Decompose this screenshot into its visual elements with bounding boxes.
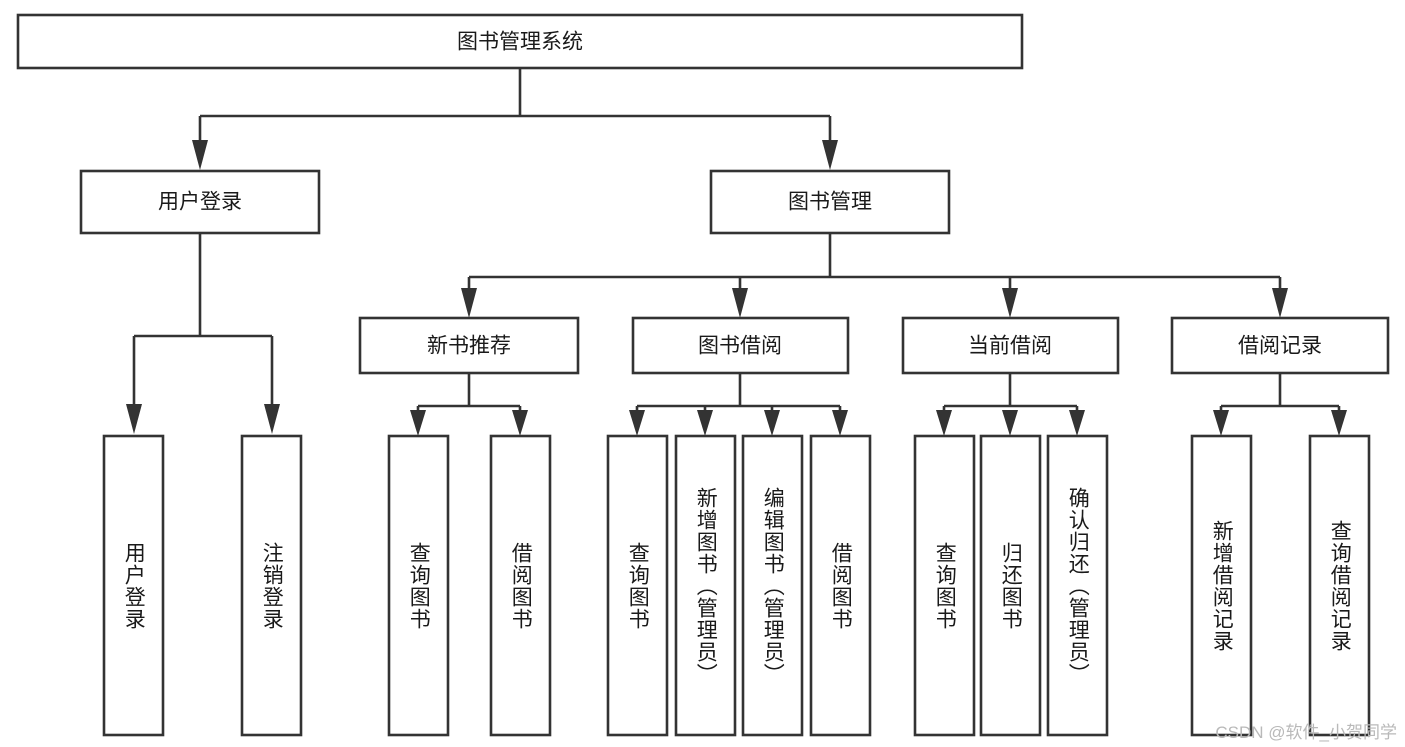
node-book-borrow-label: 图书借阅 xyxy=(698,335,782,358)
leaf-add-borrow-record[interactable] xyxy=(1190,434,1253,737)
node-new-book-recommend[interactable] xyxy=(358,316,580,375)
connector-borrowrecord-to-leaves xyxy=(1213,373,1347,436)
leaf-borrow-book-recommend[interactable] xyxy=(489,434,552,737)
leaf-borrow-book[interactable] xyxy=(809,434,872,737)
node-book-borrow[interactable] xyxy=(631,316,850,375)
connector-userlogin-to-leaves xyxy=(126,233,280,434)
leaf-add-book-admin[interactable] xyxy=(674,434,737,737)
leaf-user-logout[interactable] xyxy=(240,434,303,737)
leaf-confirm-return-admin[interactable] xyxy=(1046,434,1109,737)
node-user-login[interactable] xyxy=(79,169,321,235)
connector-root-to-level2 xyxy=(192,68,838,170)
connector-bookborrow-to-leaves xyxy=(629,373,848,436)
node-current-borrow-label: 当前借阅 xyxy=(968,335,1052,358)
node-book-management-label: 图书管理 xyxy=(788,191,872,214)
node-borrow-record-label: 借阅记录 xyxy=(1238,335,1322,358)
node-current-borrow[interactable] xyxy=(901,316,1120,375)
node-root-label: 图书管理系统 xyxy=(457,31,583,54)
connector-newbook-to-leaves xyxy=(410,373,528,436)
leaf-query-book-current[interactable] xyxy=(913,434,976,737)
node-borrow-record[interactable] xyxy=(1170,316,1390,375)
leaf-return-book[interactable] xyxy=(979,434,1042,737)
node-new-book-recommend-label: 新书推荐 xyxy=(427,335,511,358)
node-book-management[interactable] xyxy=(709,169,951,235)
connector-currentborrow-to-leaves xyxy=(936,373,1085,436)
leaf-query-book-borrow[interactable] xyxy=(606,434,669,737)
leaf-query-book-recommend[interactable] xyxy=(387,434,450,737)
watermark: CSDN @软件_小贺同学 xyxy=(1215,723,1397,742)
leaf-query-borrow-record[interactable] xyxy=(1308,434,1371,737)
node-user-login-label: 用户登录 xyxy=(158,191,242,214)
node-root[interactable] xyxy=(16,13,1024,70)
leaf-edit-book-admin[interactable] xyxy=(741,434,804,737)
connector-bookmgmt-to-level3 xyxy=(461,233,1288,318)
leaf-user-login[interactable] xyxy=(102,434,165,737)
